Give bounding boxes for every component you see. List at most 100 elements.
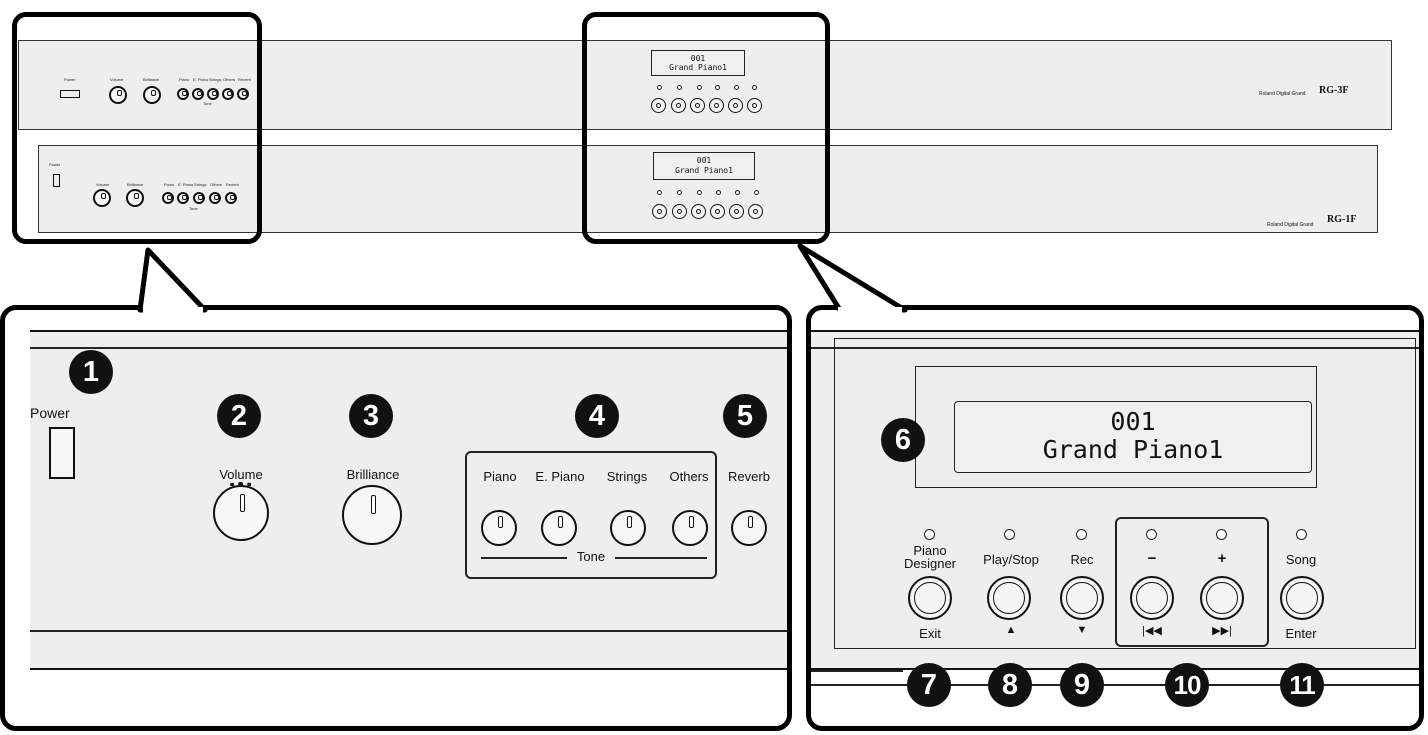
song-label: Song bbox=[1285, 552, 1317, 567]
piano-designer-button[interactable] bbox=[652, 204, 667, 219]
lcd-line2: Grand Piano1 bbox=[1042, 435, 1224, 464]
brilliance-label: Brilliance bbox=[143, 77, 160, 82]
tone-label-strings: Strings bbox=[606, 469, 648, 484]
rewind-symbol: |◀◀ bbox=[1142, 625, 1162, 637]
play-stop-label: Play/Stop bbox=[983, 552, 1039, 567]
song-button[interactable] bbox=[747, 98, 762, 113]
volume-knob[interactable] bbox=[93, 189, 111, 207]
brand-name: Roland Digital Grand bbox=[1267, 222, 1314, 228]
callout-1: 1 bbox=[69, 350, 113, 394]
led-piano-designer bbox=[657, 190, 662, 195]
plus-button[interactable] bbox=[728, 98, 743, 113]
led-song bbox=[754, 190, 759, 195]
led-song bbox=[752, 85, 757, 90]
tone-bracket-left bbox=[481, 557, 567, 559]
tone-label-piano: Piano bbox=[179, 77, 190, 82]
tone-bracket-right bbox=[615, 557, 707, 559]
tone-button-others[interactable] bbox=[209, 192, 221, 204]
piano-designer-button[interactable] bbox=[651, 98, 666, 113]
right-connector bbox=[797, 243, 908, 313]
brand-name: Roland Digital Grand bbox=[1259, 91, 1306, 97]
brilliance-knob[interactable] bbox=[342, 485, 402, 545]
left-panel-divider-top bbox=[30, 347, 787, 349]
led-play-stop bbox=[677, 85, 682, 90]
tone-button-strings[interactable] bbox=[193, 192, 205, 204]
lcd-line1: 001 bbox=[1110, 407, 1156, 436]
tone-button-strings[interactable] bbox=[207, 88, 219, 100]
rewind-button[interactable] bbox=[1130, 576, 1174, 620]
rec-button[interactable] bbox=[1060, 576, 1104, 620]
power-switch[interactable] bbox=[60, 90, 80, 98]
tone-button-piano[interactable] bbox=[177, 88, 189, 100]
lcd-line1: 001 bbox=[696, 156, 712, 165]
power-switch[interactable] bbox=[49, 427, 75, 479]
left-detail-panel: 1 Power 2 Volume 3 Brilliance 4 Piano E.… bbox=[0, 305, 792, 731]
tone-label-others: Others bbox=[669, 469, 709, 484]
callout-5: 5 bbox=[723, 394, 767, 438]
tone-button-piano[interactable] bbox=[162, 192, 174, 204]
song-button[interactable] bbox=[748, 204, 763, 219]
enter-label: Enter bbox=[1285, 626, 1317, 641]
song-button[interactable] bbox=[1280, 576, 1324, 620]
volume-knob[interactable] bbox=[213, 485, 269, 541]
plus-label: + bbox=[1217, 550, 1227, 567]
lcd-line1: 001 bbox=[690, 54, 706, 63]
right-panel-divider-bottom bbox=[811, 670, 903, 672]
rec-arrow: ▼ bbox=[1076, 624, 1088, 636]
minus-button[interactable] bbox=[710, 204, 725, 219]
power-switch[interactable] bbox=[53, 174, 60, 187]
tone-button-epiano[interactable] bbox=[177, 192, 189, 204]
brilliance-knob[interactable] bbox=[143, 86, 161, 104]
tone-label-piano: Piano bbox=[483, 469, 517, 484]
led-rec bbox=[697, 190, 702, 195]
model-name: RG-3F bbox=[1319, 85, 1349, 96]
minus-button[interactable] bbox=[709, 98, 724, 113]
reverb-button[interactable] bbox=[731, 510, 767, 546]
rec-button[interactable] bbox=[690, 98, 705, 113]
tone-label-epiano: E. Piano bbox=[535, 469, 585, 484]
volume-knob[interactable] bbox=[109, 86, 127, 104]
callout-6: 6 bbox=[881, 418, 925, 462]
led-minus bbox=[715, 85, 720, 90]
reverb-button[interactable] bbox=[237, 88, 249, 100]
power-label: Power bbox=[30, 405, 70, 421]
reverb-label: Reverb bbox=[728, 469, 770, 484]
piano-designer-button[interactable] bbox=[908, 576, 952, 620]
reverb-button[interactable] bbox=[225, 192, 237, 204]
play-stop-button[interactable] bbox=[671, 98, 686, 113]
power-label: Power bbox=[64, 77, 76, 82]
control-inner-frame bbox=[834, 338, 1416, 649]
tone-label-epiano: E. Piano bbox=[178, 182, 194, 187]
rg3-panel-strip: Power Volume Brilliance Piano E. Piano S… bbox=[18, 40, 1392, 130]
brilliance-knob[interactable] bbox=[126, 189, 144, 207]
left-connector-cover bbox=[143, 307, 203, 315]
left-panel-face bbox=[30, 330, 787, 670]
play-stop-button[interactable] bbox=[672, 204, 687, 219]
callout-8: 8 bbox=[988, 663, 1032, 707]
lcd-display: 001 Grand Piano1 bbox=[653, 152, 755, 180]
tone-button-epiano[interactable] bbox=[192, 88, 204, 100]
tone-button-epiano[interactable] bbox=[541, 510, 577, 546]
led-minus bbox=[1146, 529, 1157, 540]
led-plus bbox=[735, 190, 740, 195]
tone-button-others[interactable] bbox=[672, 510, 708, 546]
tone-button-others[interactable] bbox=[222, 88, 234, 100]
minus-label: − bbox=[1147, 550, 1157, 567]
tone-label-epiano: E. Piano bbox=[193, 77, 209, 82]
callout-baseline bbox=[811, 684, 1419, 686]
play-stop-button[interactable] bbox=[987, 576, 1031, 620]
led-rec bbox=[697, 85, 702, 90]
left-connector bbox=[137, 247, 208, 313]
callout-7: 7 bbox=[907, 663, 951, 707]
led-plus bbox=[1216, 529, 1227, 540]
tone-button-piano[interactable] bbox=[481, 510, 517, 546]
power-label: Power bbox=[49, 162, 61, 167]
tone-label-others: Others bbox=[210, 182, 223, 187]
forward-button[interactable] bbox=[1200, 576, 1244, 620]
tone-button-strings[interactable] bbox=[610, 510, 646, 546]
plus-button[interactable] bbox=[729, 204, 744, 219]
model-name: RG-1F bbox=[1327, 214, 1357, 225]
rec-label: Rec bbox=[1070, 552, 1094, 567]
rec-button[interactable] bbox=[691, 204, 706, 219]
callout-3: 3 bbox=[349, 394, 393, 438]
